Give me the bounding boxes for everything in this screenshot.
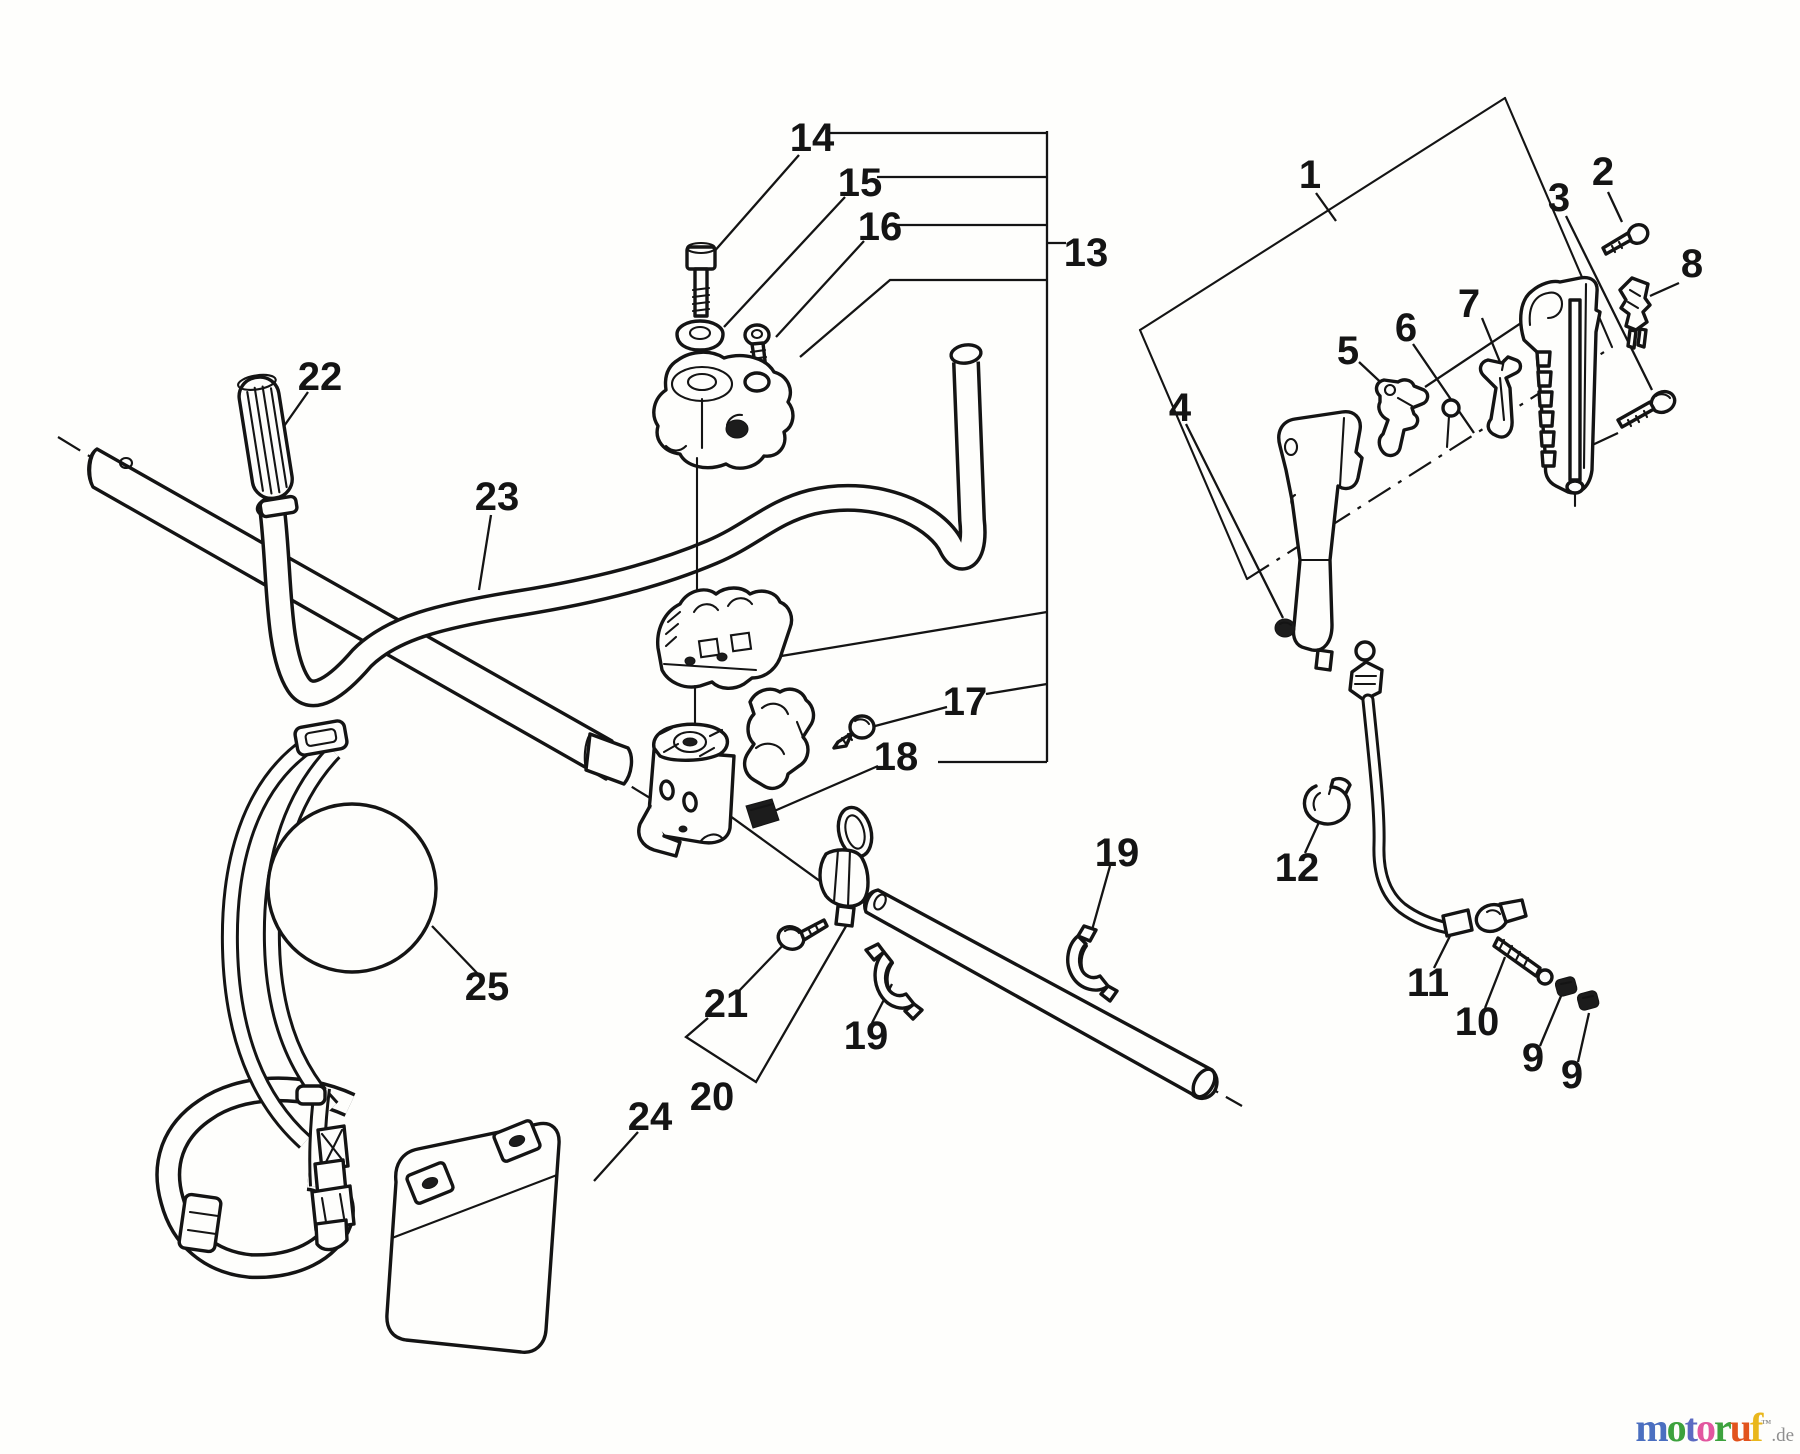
leader-line-19 <box>1090 865 1112 931</box>
callout-12: 12 <box>1275 846 1320 890</box>
callout-25: 25 <box>465 965 510 1009</box>
throttle-lockout <box>1374 378 1430 458</box>
clamp-shell-left <box>864 942 924 1021</box>
leader-line-4 <box>1184 423 1285 619</box>
handlebar-bracket-plate <box>652 350 795 470</box>
bar-clamp-block <box>656 586 794 690</box>
callout-6: 6 <box>1395 306 1417 350</box>
clamp-shell-right <box>1066 924 1119 1003</box>
leader-line-23 <box>477 514 493 591</box>
leader-line-15 <box>723 196 846 328</box>
leader-lines-layer <box>281 154 1680 1182</box>
harness <box>155 719 438 1280</box>
leader-line-1 <box>1315 192 1337 222</box>
callout-20: 20 <box>690 1075 735 1119</box>
drive-shaft-tube <box>87 447 634 786</box>
logo-letter: m <box>1635 1405 1668 1450</box>
handle-nut <box>1274 618 1296 638</box>
clamp-half <box>742 687 816 791</box>
mount-bracket <box>637 722 736 858</box>
leader-line-9 <box>1576 1012 1591 1063</box>
cable-nuts <box>1554 976 1600 1011</box>
lower-shaft-tube <box>863 888 1219 1101</box>
leader-line-22 <box>281 391 309 430</box>
leader-line-2 <box>1606 191 1624 223</box>
callout-21: 21 <box>704 982 749 1026</box>
guard-flap <box>385 1119 561 1354</box>
leader-line-24 <box>593 1131 639 1182</box>
p-clamp <box>818 805 874 928</box>
callout-22: 22 <box>298 355 343 399</box>
callout-17: 17 <box>943 680 988 724</box>
callout-7: 7 <box>1458 282 1480 326</box>
throttle-cable <box>1348 640 1554 986</box>
leader-line-18 <box>771 764 879 814</box>
stop-switch <box>1618 276 1652 350</box>
group-line <box>756 610 1048 662</box>
logo-letter: o <box>1695 1405 1716 1450</box>
callout-24: 24 <box>628 1095 673 1139</box>
callout-8: 8 <box>1681 242 1703 286</box>
leader-line-7 <box>1480 317 1502 363</box>
callout-19: 19 <box>844 1014 889 1058</box>
housing-screw-lower <box>1616 389 1677 429</box>
group-lines-layer <box>684 131 1619 1084</box>
leader-line-12 <box>1303 819 1322 854</box>
leader-line-10 <box>1483 956 1507 1009</box>
callout-16: 16 <box>858 205 903 249</box>
washer <box>675 319 725 352</box>
group-line <box>985 682 1048 696</box>
callout-11: 11 <box>1407 961 1449 1005</box>
leader-line-16 <box>775 240 865 338</box>
callout-14: 14 <box>790 116 835 160</box>
logo-letter: r <box>1713 1405 1732 1450</box>
callout-3: 3 <box>1548 176 1570 220</box>
logo-letter: u <box>1729 1405 1752 1450</box>
leader-line-9 <box>1538 995 1563 1047</box>
leader-line-3 <box>1564 215 1654 391</box>
harness-pad <box>266 802 438 974</box>
callout-1: 1 <box>1299 153 1321 197</box>
callout-13: 13 <box>1064 231 1109 275</box>
logo-suffix: .de <box>1771 1425 1794 1446</box>
callout-19: 19 <box>1095 831 1140 875</box>
leader-line-14 <box>711 154 800 255</box>
housing-screw-upper <box>1601 223 1650 256</box>
callout-15: 15 <box>838 161 883 205</box>
logo-letter: f <box>1749 1405 1763 1450</box>
group-line <box>799 278 1047 358</box>
leader-line-8 <box>1649 281 1680 298</box>
handle-housing-left <box>1277 410 1364 672</box>
trigger-pin <box>1441 398 1461 449</box>
group-line <box>684 920 850 1084</box>
logo-letter: t <box>1684 1405 1698 1450</box>
p-clamp-screw <box>776 918 829 951</box>
cable-clip <box>1302 776 1352 826</box>
handle-grip <box>237 373 299 519</box>
clamp-screw-17 <box>832 714 876 750</box>
logo-letter: o <box>1666 1405 1687 1450</box>
callout-18: 18 <box>874 735 919 779</box>
clamp-bolt <box>685 241 717 318</box>
callout-5: 5 <box>1337 329 1359 373</box>
logo-tm: ™ <box>1761 1418 1772 1430</box>
throttle-trigger <box>1478 355 1523 439</box>
callout-2: 2 <box>1592 150 1614 194</box>
callout-23: 23 <box>475 475 520 519</box>
leader-line-25 <box>431 925 478 974</box>
callout-9: 9 <box>1522 1036 1544 1080</box>
handle-housing-right <box>1519 275 1602 508</box>
callout-4: 4 <box>1169 386 1192 430</box>
leader-line-11 <box>1432 931 1454 969</box>
harness-buckle <box>295 1084 356 1252</box>
watermark-motoruf: motoruf™.de <box>1635 1408 1794 1448</box>
leader-line-21 <box>736 939 789 994</box>
square-nut <box>745 798 780 829</box>
callout-10: 10 <box>1455 1000 1500 1044</box>
callout-9: 9 <box>1561 1053 1583 1097</box>
